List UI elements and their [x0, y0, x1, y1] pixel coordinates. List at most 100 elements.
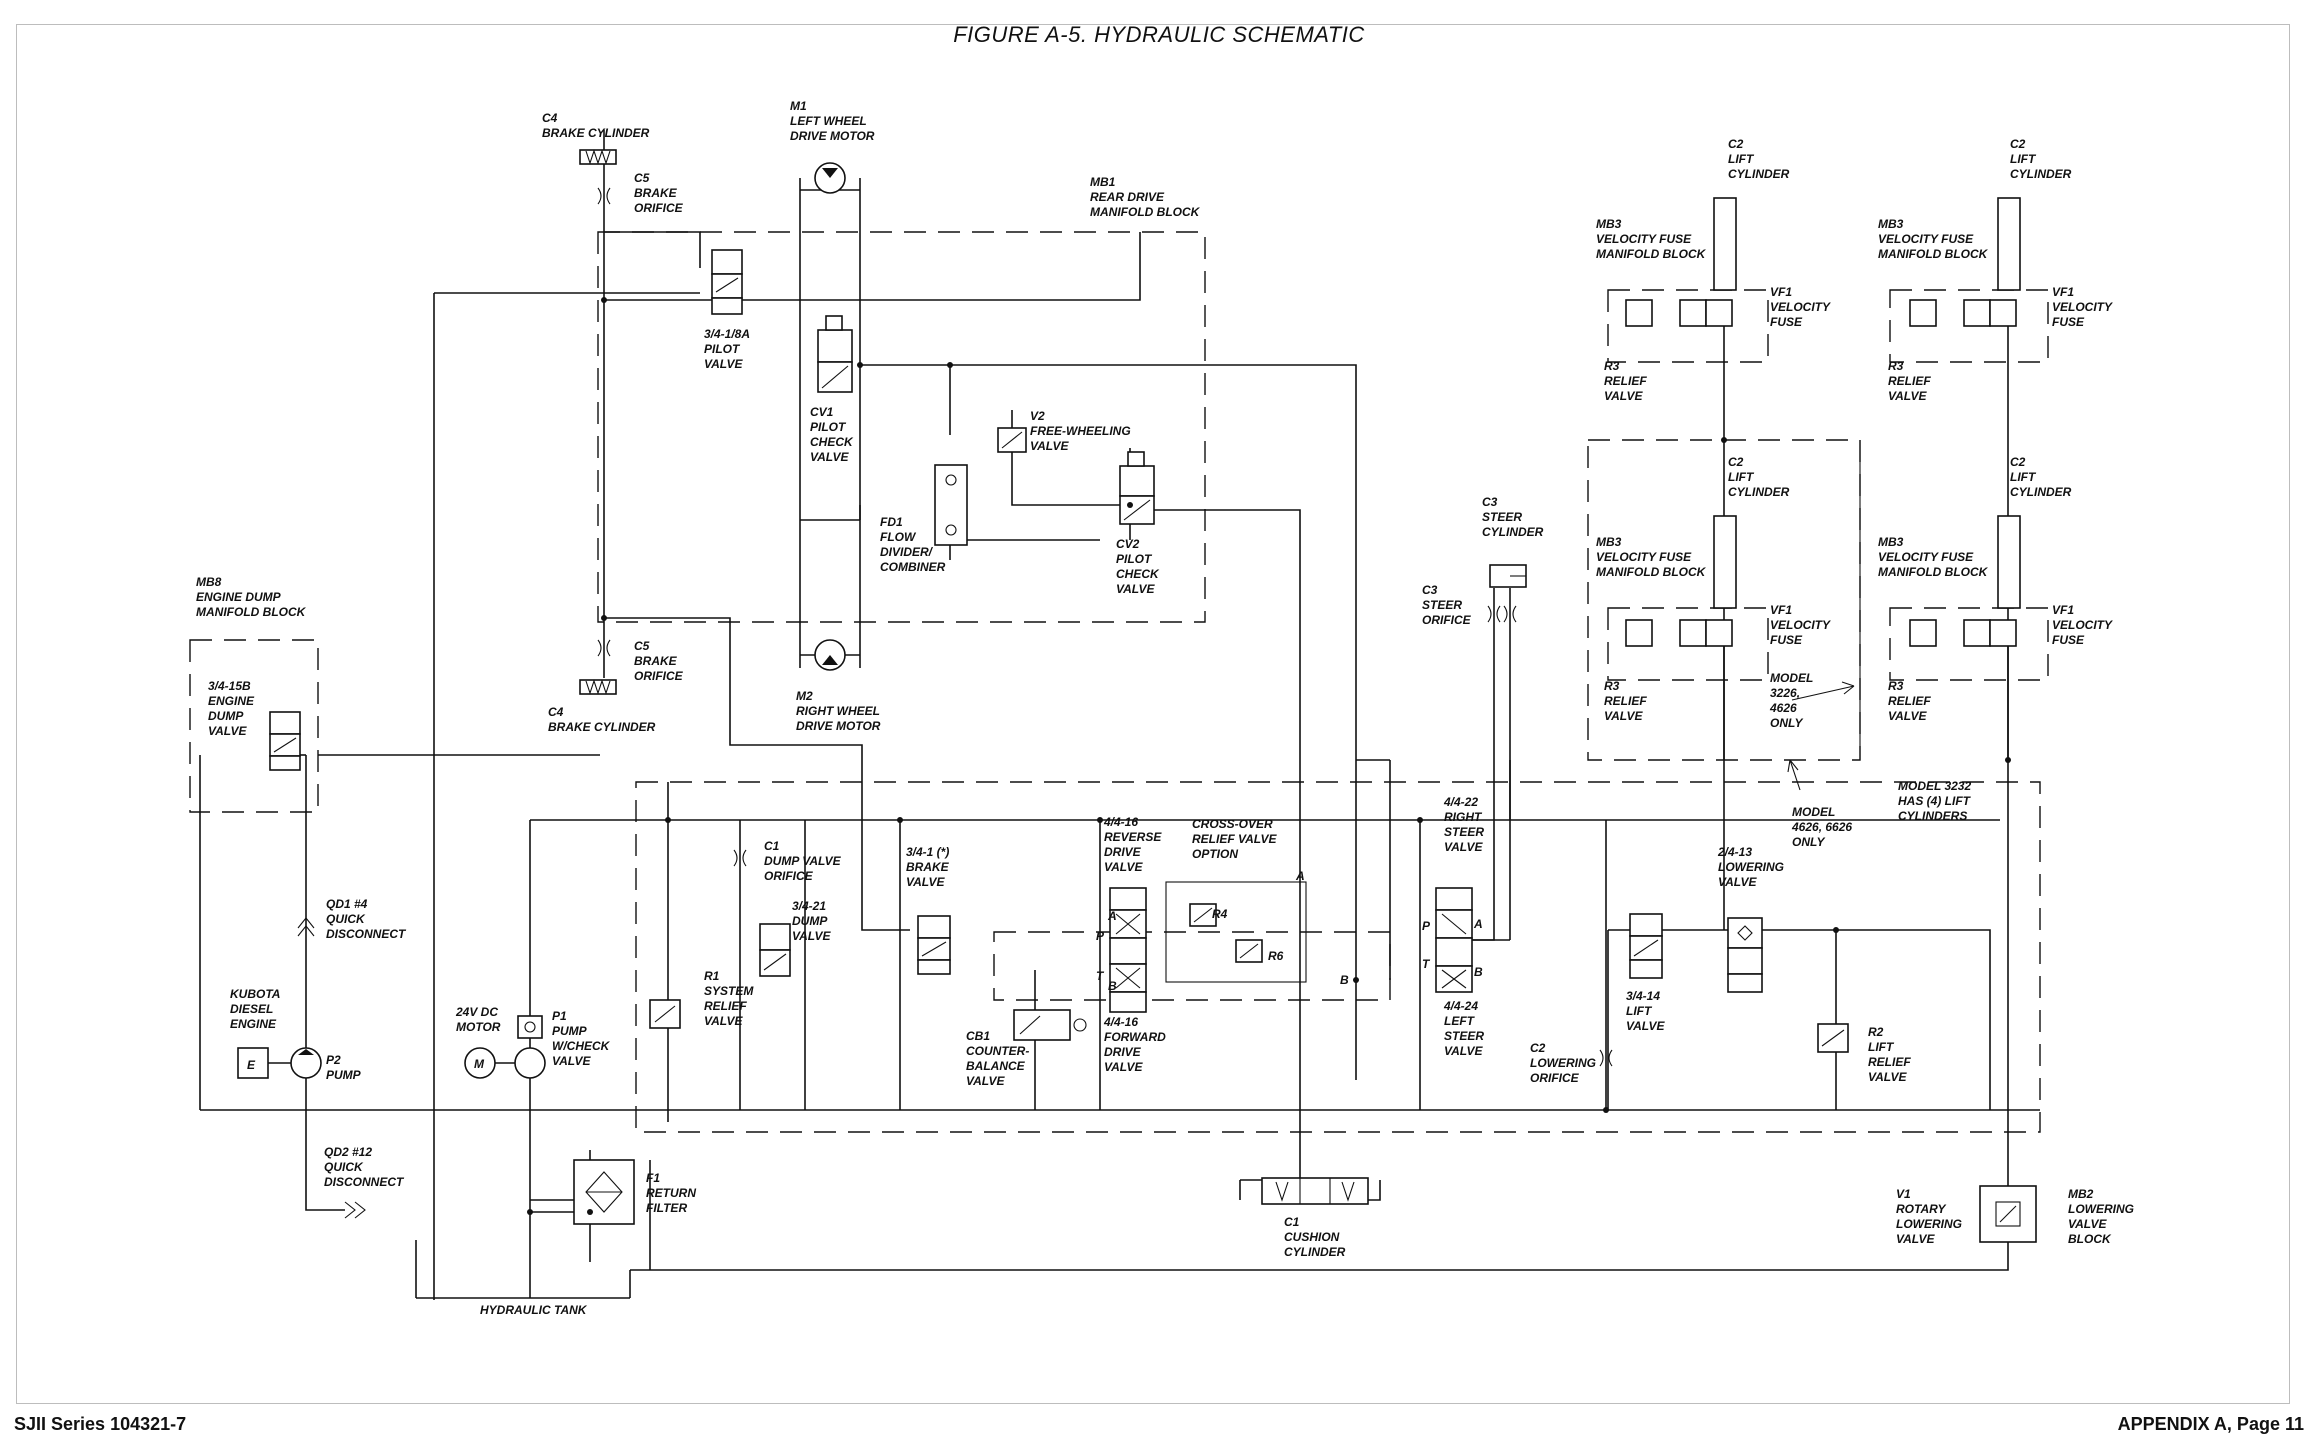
- forward-drive-valve: [1109, 963, 1147, 1013]
- pipelines: [199, 130, 2040, 1300]
- pilot-valve: [711, 249, 743, 315]
- port-a-crossover: A: [1295, 869, 1305, 883]
- figure-title: FIGURE A-5. HYDRAULIC SCHEMATIC: [953, 22, 1365, 47]
- reverse-drive-valve: [1109, 887, 1147, 965]
- crossover-inner-outline: [993, 931, 1391, 1001]
- port-b-crossover: B: [1340, 973, 1349, 987]
- crossover-relief-option: [1165, 881, 1307, 983]
- kubota-engine: [237, 1047, 269, 1079]
- lift-relief-valve: [1817, 1023, 1849, 1053]
- right-steer-valve: [1435, 887, 1473, 939]
- page-frame: [16, 24, 2290, 1404]
- counterbalance-valve: [1013, 1009, 1087, 1041]
- footer-series: SJII Series 104321-7: [14, 1414, 187, 1434]
- model-note-arrow-2: [1787, 759, 1801, 791]
- r6-label: R6: [1268, 949, 1284, 963]
- rear-drive-manifold-outline: [597, 231, 1206, 623]
- port-a-steer: A: [1473, 917, 1483, 931]
- motor-symbol: M: [474, 1057, 485, 1071]
- quick-disconnect-qd1: [297, 917, 315, 937]
- lowering-valve: [1727, 917, 1763, 993]
- velocity-fuse-outlines: [1587, 289, 2049, 761]
- left-steer-valve: [1435, 937, 1473, 993]
- r4-label: R4: [1212, 907, 1228, 921]
- port-b-reverse: B: [1108, 979, 1117, 993]
- rotary-lowering-valve: [1979, 1185, 2037, 1243]
- port-p-reverse: P: [1096, 929, 1105, 943]
- quick-disconnect-qd2: [344, 1201, 366, 1219]
- velocity-fuse-internals: [1625, 299, 2017, 647]
- junction-dots: [527, 297, 2011, 1215]
- port-b-steer: B: [1474, 965, 1483, 979]
- brake-valve: [917, 915, 951, 975]
- lift-valve: [1629, 913, 1663, 979]
- cv1-pilot-check-valve: [817, 315, 853, 393]
- steer-orifice: [1487, 605, 1517, 623]
- footer-page: APPENDIX A, Page 11: [2117, 1414, 2304, 1434]
- pump-check-valve: [517, 1015, 543, 1039]
- lift-cylinders: [1713, 197, 2021, 609]
- dump-valve-orifice: [733, 849, 747, 867]
- dump-valve: [759, 923, 791, 977]
- brake-orifice-bottom: [597, 639, 611, 657]
- hydraulic-tank-label: HYDRAULIC TANK: [480, 1303, 588, 1317]
- port-a-reverse: A: [1107, 909, 1117, 923]
- port-p-steer: P: [1422, 919, 1431, 933]
- return-filter: [573, 1159, 635, 1225]
- port-t-steer: T: [1422, 957, 1431, 971]
- lowering-orifice: [1599, 1049, 1613, 1067]
- main-manifold-outline: [635, 781, 2041, 1133]
- engine-dump-manifold-outline: [189, 639, 319, 813]
- flow-divider-combiner: [934, 464, 968, 546]
- brake-orifice-top: [597, 187, 611, 205]
- p1-pump: [514, 1047, 546, 1079]
